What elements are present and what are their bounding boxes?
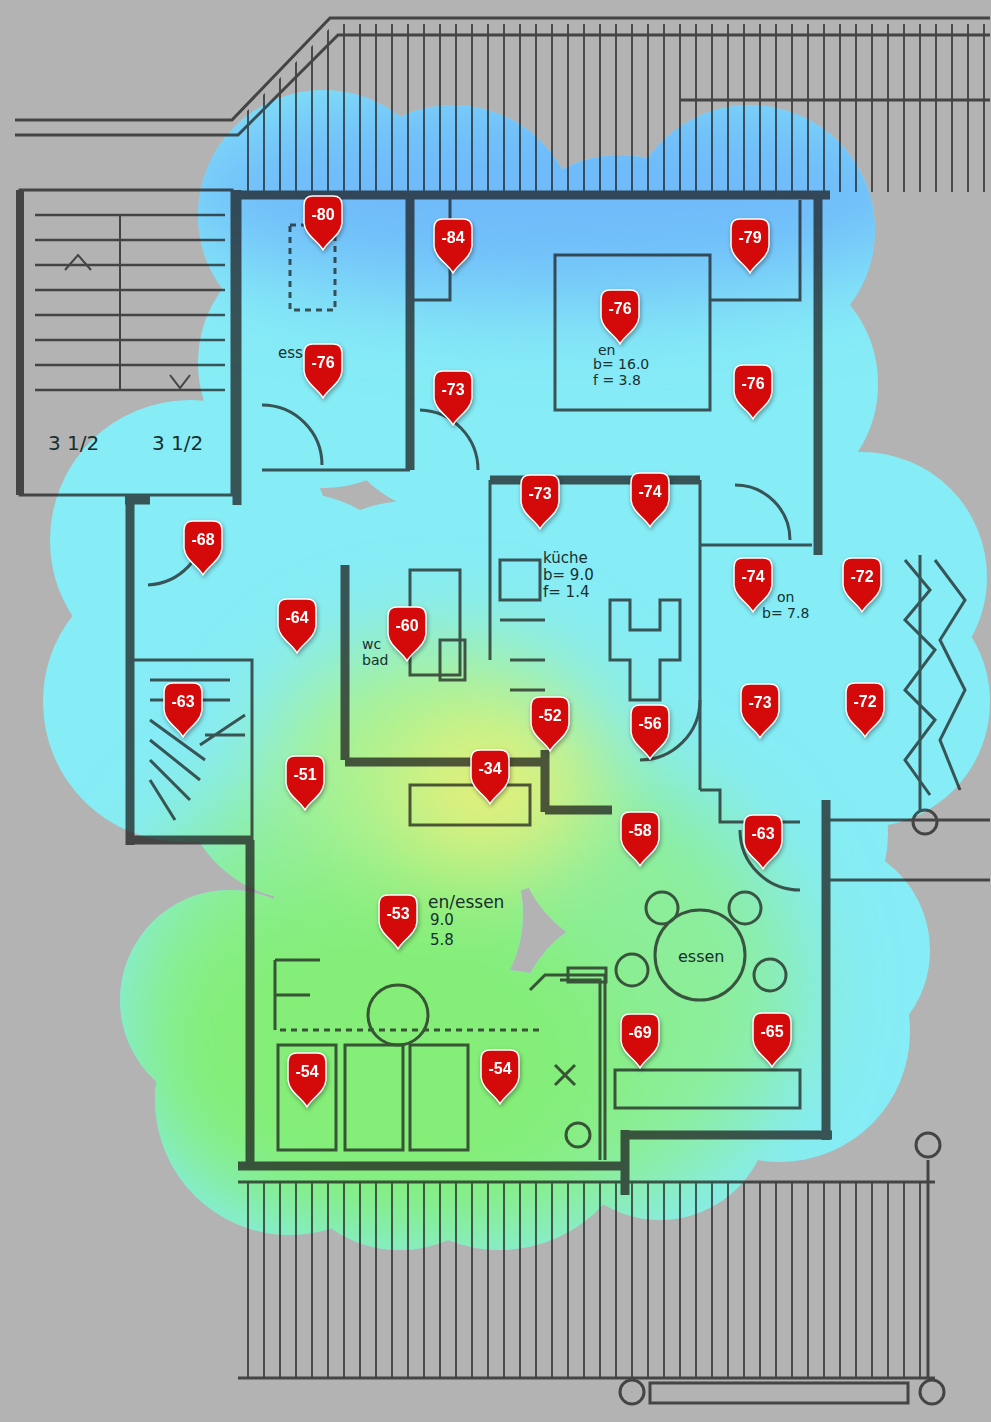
signal-pin: -84	[431, 216, 475, 274]
signal-pin: -63	[741, 812, 785, 870]
room-label: essen	[678, 948, 725, 966]
signal-pin: -53	[376, 892, 420, 950]
signal-pin: -68	[181, 518, 225, 576]
signal-value: -34	[468, 759, 512, 779]
signal-pin: -63	[161, 680, 205, 738]
signal-value: -54	[285, 1062, 329, 1082]
room-label: küche	[543, 550, 588, 567]
signal-pin: -69	[618, 1011, 662, 1069]
signal-pin: -73	[431, 368, 475, 426]
signal-value: -56	[628, 714, 672, 734]
signal-value: -76	[731, 374, 775, 394]
signal-pin: -73	[518, 472, 562, 530]
signal-value: -80	[301, 205, 345, 225]
room-label: on	[777, 590, 794, 605]
room-label: ess	[278, 345, 303, 362]
signal-value: -72	[843, 692, 887, 712]
signal-pin: -72	[843, 680, 887, 738]
signal-pin: -80	[301, 193, 345, 251]
signal-pin: -56	[628, 702, 672, 760]
signal-pin: -54	[478, 1047, 522, 1105]
signal-value: -63	[161, 692, 205, 712]
signal-value: -73	[738, 693, 782, 713]
signal-value: -84	[431, 228, 475, 248]
signal-value: -51	[283, 765, 327, 785]
signal-value: -54	[478, 1059, 522, 1079]
signal-pin: -51	[283, 753, 327, 811]
signal-value: -58	[618, 821, 662, 841]
room-label: wc	[362, 637, 381, 652]
room-label: 3 1/2	[152, 432, 203, 454]
room-label: f= 1.4	[543, 584, 589, 601]
signal-pin: -76	[731, 362, 775, 420]
signal-value: -76	[598, 299, 642, 319]
signal-value: -53	[376, 904, 420, 924]
signal-value: -79	[728, 228, 772, 248]
signal-pin: -58	[618, 809, 662, 867]
signal-pin: -60	[385, 604, 429, 662]
signal-value: -76	[301, 353, 345, 373]
signal-pin: -76	[598, 287, 642, 345]
signal-pin: -65	[750, 1010, 794, 1068]
signal-value: -72	[840, 567, 884, 587]
room-label: 3 1/2	[48, 432, 99, 454]
room-label: f = 3.8	[593, 373, 641, 388]
signal-value: -73	[431, 380, 475, 400]
signal-value: -64	[275, 608, 319, 628]
signal-value: -60	[385, 616, 429, 636]
signal-value: -52	[528, 706, 572, 726]
signal-pin: -76	[301, 341, 345, 399]
signal-value: -68	[181, 530, 225, 550]
room-label: b= 7.8	[762, 606, 809, 621]
signal-pin: -54	[285, 1050, 329, 1108]
room-label: 5.8	[430, 932, 454, 949]
signal-value: -65	[750, 1022, 794, 1042]
signal-value: -73	[518, 484, 562, 504]
signal-pin: -79	[728, 216, 772, 274]
signal-pin: -74	[628, 470, 672, 528]
signal-value: -74	[628, 482, 672, 502]
room-label: b= 16.0	[593, 357, 649, 372]
signal-pin: -64	[275, 596, 319, 654]
signal-pin: -52	[528, 694, 572, 752]
signal-pin: -72	[840, 555, 884, 613]
signal-pin: -74	[731, 555, 775, 613]
signal-pin: -34	[468, 747, 512, 805]
room-label: bad	[362, 653, 388, 668]
room-label: 9.0	[430, 912, 454, 929]
room-label: b= 9.0	[543, 567, 594, 584]
signal-pin: -73	[738, 681, 782, 739]
signal-value: -69	[618, 1023, 662, 1043]
room-label: en/essen	[428, 893, 504, 912]
signal-value: -74	[731, 567, 775, 587]
signal-value: -63	[741, 824, 785, 844]
